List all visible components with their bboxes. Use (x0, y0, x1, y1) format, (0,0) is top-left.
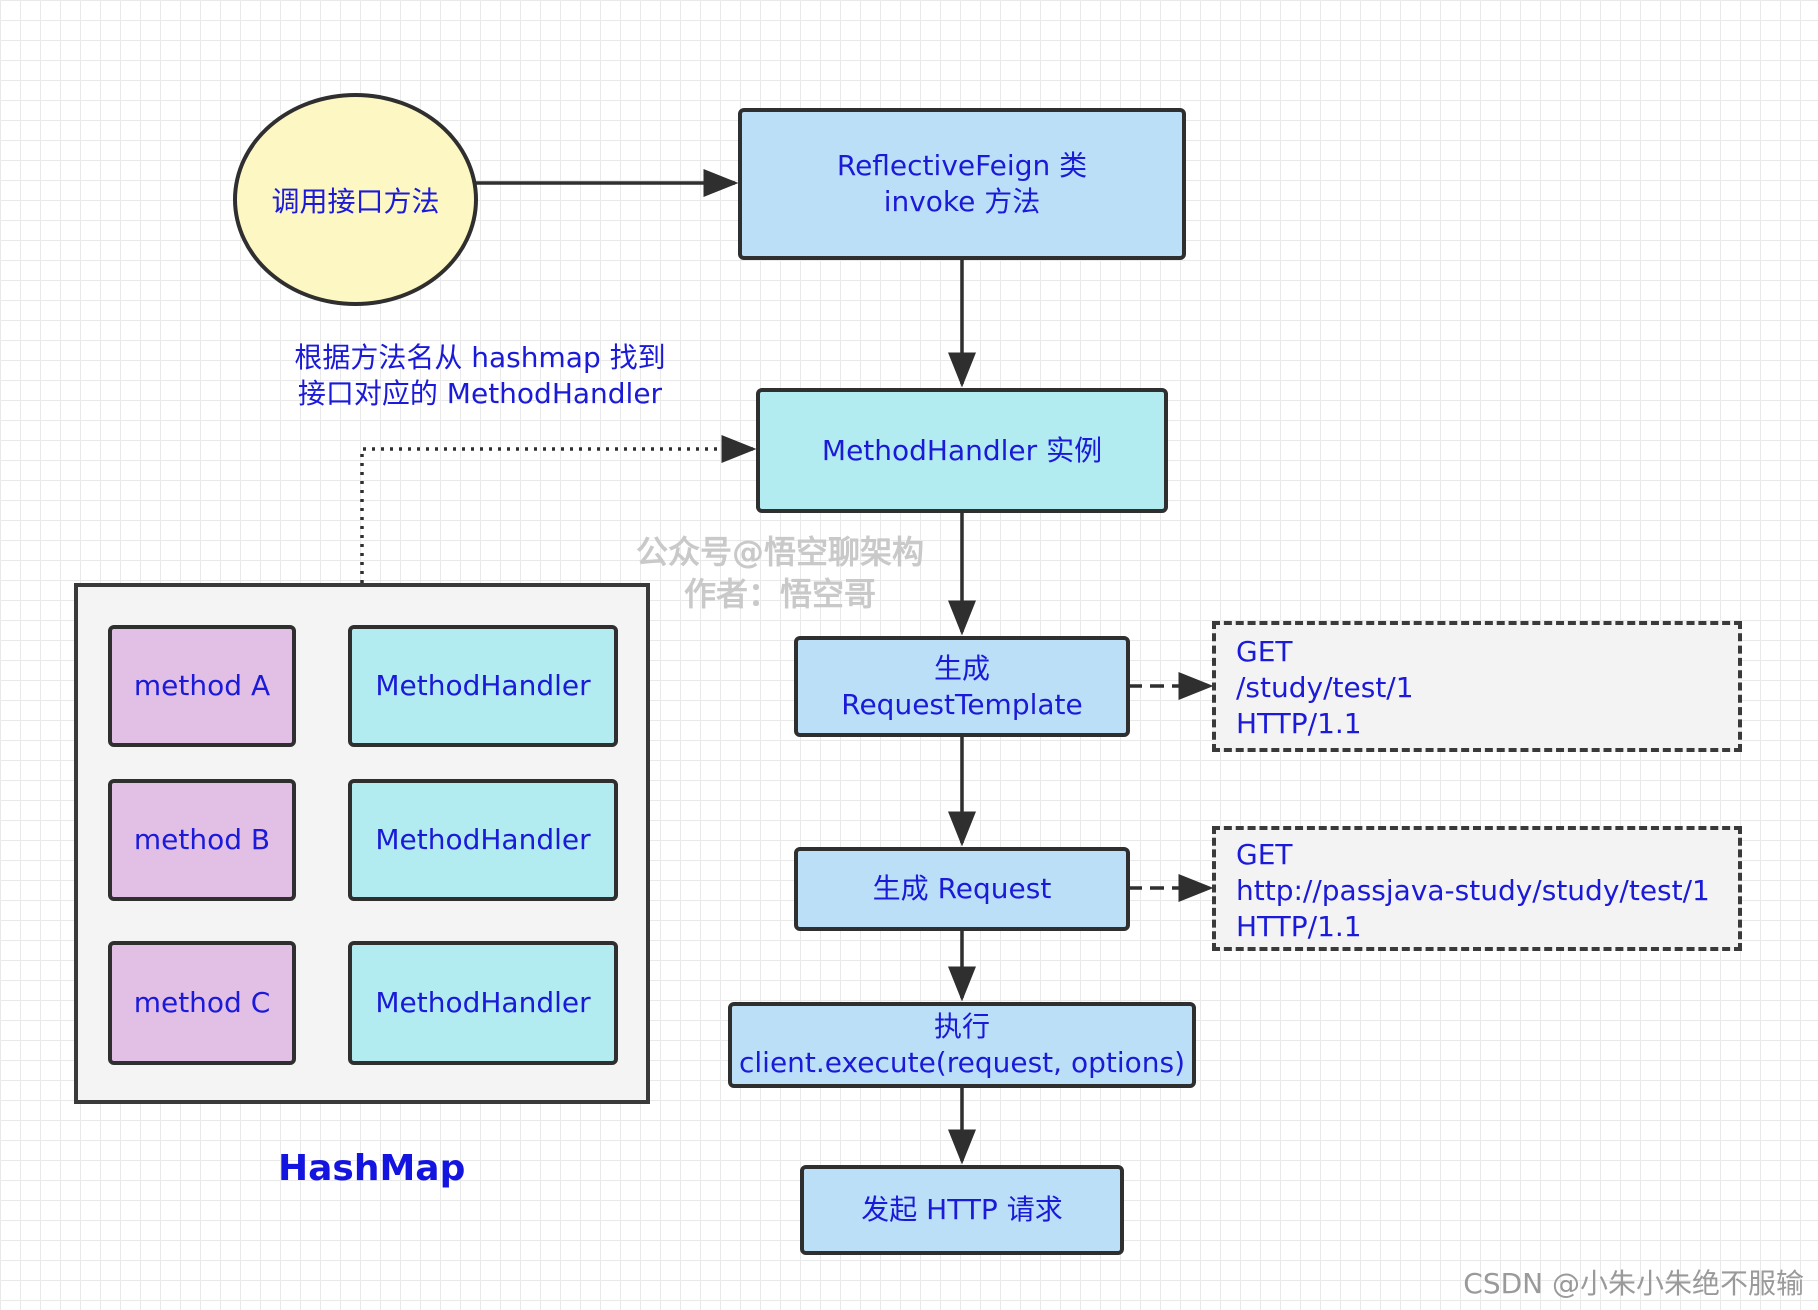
reflective-feign-node: ReflectiveFeign 类 invoke 方法 (738, 108, 1186, 260)
template-output-line1: GET (1236, 635, 1293, 668)
hashmap-value-b-label: MethodHandler (375, 823, 591, 856)
method-handler-node-label: MethodHandler 实例 (821, 433, 1103, 467)
execute-line1: 执行 (933, 1010, 990, 1043)
lookup-note-line2: 接口对应的 MethodHandler (297, 377, 663, 410)
template-output-box: GET /study/test/1 HTTP/1.1 (1212, 621, 1742, 752)
request-template-node: 生成 RequestTemplate (794, 636, 1130, 737)
template-output-line3: HTTP/1.1 (1236, 707, 1362, 740)
hashmap-key-a: method A (108, 625, 296, 747)
hashmap-value-c-label: MethodHandler (375, 986, 591, 1019)
execute-node: 执行 client.execute(request, options) (728, 1002, 1196, 1088)
method-handler-node: MethodHandler 实例 (756, 388, 1168, 513)
watermark-line1: 公众号@悟空聊架构 (635, 533, 924, 571)
request-output-box: GET http://passjava-study/study/test/1 H… (1212, 826, 1742, 951)
request-output-line3: HTTP/1.1 (1236, 910, 1362, 943)
lookup-note-line1: 根据方法名从 hashmap 找到 (294, 341, 666, 374)
hashmap-key-b: method B (108, 779, 296, 901)
template-output-line2: /study/test/1 (1236, 671, 1414, 704)
request-template-line1: 生成 (933, 651, 990, 685)
send-http-label: 发起 HTTP 请求 (861, 1193, 1063, 1226)
hashmap-value-b: MethodHandler (348, 779, 618, 901)
watermark-line2: 作者：悟空哥 (683, 575, 876, 613)
request-template-line2: RequestTemplate (841, 687, 1083, 721)
send-http-node: 发起 HTTP 请求 (800, 1165, 1124, 1255)
hashmap-value-a: MethodHandler (348, 625, 618, 747)
lookup-note: 根据方法名从 hashmap 找到 接口对应的 MethodHandler (290, 340, 670, 412)
footer-credit: CSDN @小朱小朱绝不服输 (1463, 1267, 1804, 1300)
hashmap-key-c-label: method C (133, 986, 271, 1019)
request-output-line1: GET (1236, 838, 1293, 871)
hashmap-key-a-label: method A (133, 669, 271, 702)
hashmap-value-a-label: MethodHandler (375, 669, 591, 702)
hashmap-key-c: method C (108, 941, 296, 1065)
watermark: 公众号@悟空聊架构 作者：悟空哥 (620, 531, 940, 615)
hashmap-value-c: MethodHandler (348, 941, 618, 1065)
hashmap-title: HashMap (278, 1148, 466, 1189)
request-output-line2: http://passjava-study/study/test/1 (1236, 874, 1710, 907)
hashmap-key-b-label: method B (133, 823, 271, 856)
start-node: 调用接口方法 (233, 93, 478, 306)
request-node-label: 生成 Request (872, 872, 1052, 905)
reflective-feign-line2: invoke 方法 (883, 185, 1041, 218)
request-node: 生成 Request (794, 847, 1130, 931)
start-node-label: 调用接口方法 (271, 184, 440, 218)
execute-line2: client.execute(request, options) (738, 1046, 1186, 1079)
reflective-feign-line1: ReflectiveFeign 类 (836, 149, 1088, 182)
